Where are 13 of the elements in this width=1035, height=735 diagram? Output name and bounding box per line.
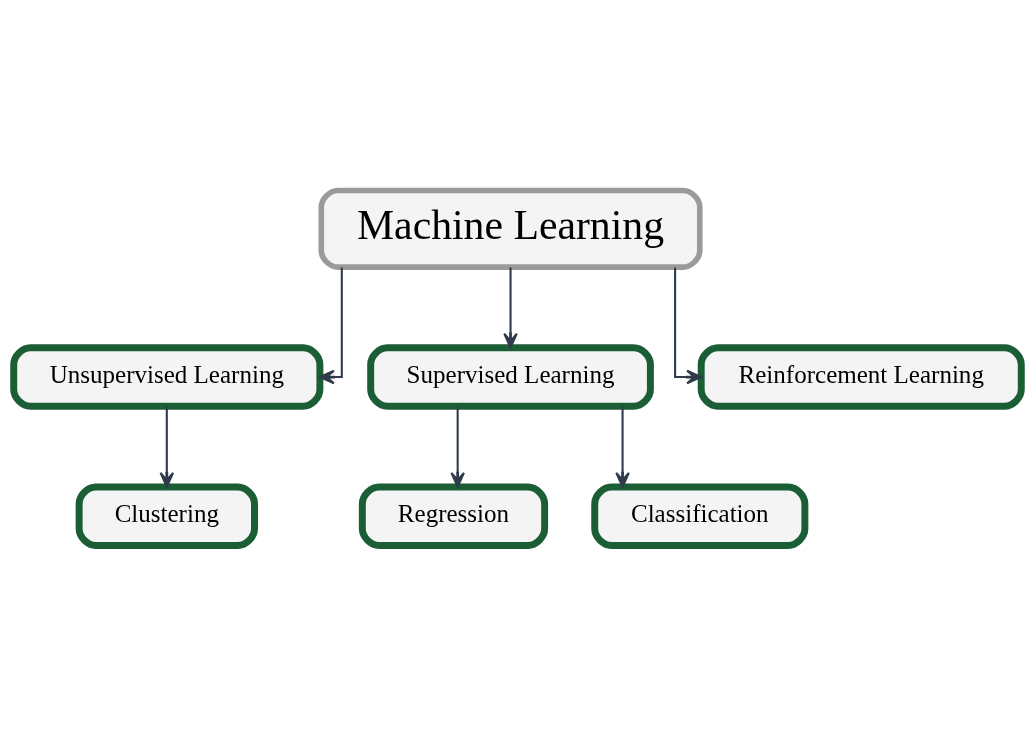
node-box: Regression [358,483,549,549]
node-box: Clustering [75,483,258,549]
node-box: Reinforcement Learning [697,343,1025,410]
arrow [318,266,343,384]
arrow [503,266,518,349]
node-box: Unsupervised Learning [10,343,324,410]
node-box: Classification [591,483,809,549]
node-box: Supervised Learning [367,343,654,410]
arrow [615,406,630,488]
node-box: Machine Learning [318,187,703,270]
arrow [159,406,175,488]
arrow [674,266,703,384]
arrow [450,406,465,488]
